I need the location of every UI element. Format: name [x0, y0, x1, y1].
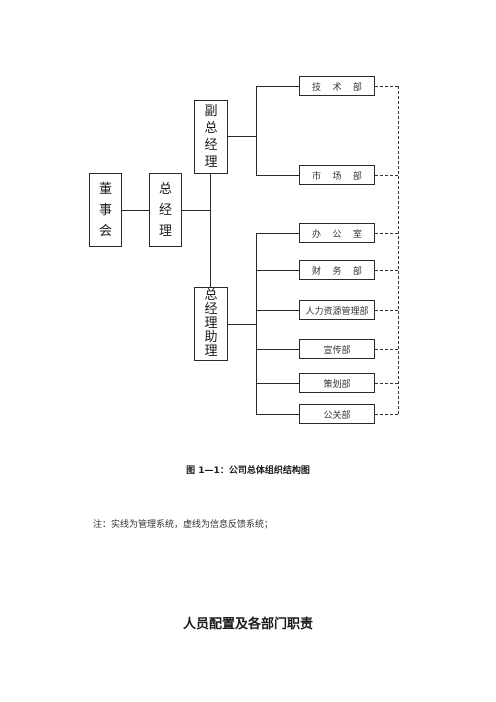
- gm-assistant-char: 理: [204, 316, 218, 331]
- connector-finance: [256, 270, 299, 271]
- connector-pr: [256, 414, 299, 415]
- gm-char: 经: [158, 202, 172, 218]
- connector-publicity: [256, 349, 299, 350]
- vice-gm-char: 副: [204, 104, 218, 119]
- connector-gm-trunk: [182, 210, 211, 211]
- connector-market: [256, 175, 299, 176]
- legend-note: 注：实线为管理系统，虚线为信息反馈系统；: [93, 520, 274, 530]
- vice-gm-box: 副 总 经 理: [194, 100, 228, 174]
- dept-market-box: 市 场 部: [299, 165, 375, 185]
- connector-planning: [256, 383, 299, 384]
- gm-assistant-char: 理: [204, 344, 218, 359]
- feedback-line-publicity: [375, 349, 398, 350]
- gm-char: 总: [158, 181, 172, 197]
- figure-caption: 图 1—1：公司总体组织结构图: [186, 466, 310, 476]
- gm-assistant-char: 总: [204, 288, 218, 303]
- board-box: 董 事 会: [89, 173, 122, 247]
- board-char: 会: [98, 223, 112, 239]
- feedback-line-tech: [375, 86, 398, 87]
- board-char: 董: [98, 181, 112, 197]
- connector-assistant-out: [228, 324, 257, 325]
- connector-office: [256, 233, 299, 234]
- connector-hr: [256, 310, 299, 311]
- feedback-line-market: [375, 175, 398, 176]
- feedback-line-hr: [375, 310, 398, 311]
- vice-gm-char: 理: [204, 155, 218, 170]
- gm-assistant-box: 总 经 理 助 理: [194, 287, 228, 361]
- gm-assistant-char: 助: [204, 330, 218, 345]
- gm-char: 理: [158, 223, 172, 239]
- dept-pr-box: 公关部: [299, 404, 375, 424]
- feedback-line-planning: [375, 383, 398, 384]
- dept-tech-box: 技 术 部: [299, 76, 375, 96]
- dept-publicity-box: 宣传部: [299, 339, 375, 359]
- connector-vice-gm-bus: [256, 86, 257, 176]
- dept-hr-box: 人力资源管理部: [299, 300, 375, 320]
- vice-gm-char: 总: [204, 121, 218, 136]
- dept-office-box: 办 公 室: [299, 223, 375, 243]
- vice-gm-char: 经: [204, 138, 218, 153]
- section-heading: 人员配置及各部门职责: [182, 617, 313, 632]
- general-manager-box: 总 经 理: [149, 173, 182, 247]
- connector-vice-gm-out: [228, 136, 257, 137]
- connector-assistant-bus: [256, 233, 257, 414]
- dept-planning-box: 策划部: [299, 373, 375, 393]
- connector-tech: [256, 86, 299, 87]
- feedback-line-office: [375, 233, 398, 234]
- feedback-line-pr: [375, 414, 398, 415]
- board-char: 事: [98, 202, 112, 218]
- connector-vertical-trunk: [210, 174, 211, 287]
- dept-finance-box: 财 务 部: [299, 260, 375, 280]
- feedback-line-vertical: [398, 86, 399, 414]
- gm-assistant-char: 经: [204, 302, 218, 317]
- connector-board-gm: [122, 210, 149, 211]
- feedback-line-finance: [375, 270, 398, 271]
